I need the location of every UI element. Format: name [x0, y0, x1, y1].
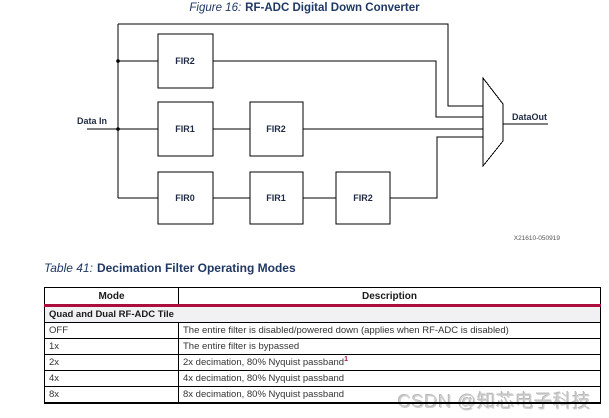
data-out-label: DataOut: [512, 112, 547, 122]
fir2-box-mid: [249, 101, 304, 157]
fir-box-label: FIR1: [266, 193, 286, 203]
table-row: OFF The entire filter is disabled/powere…: [44, 322, 601, 339]
fir-box-label: FIR0: [175, 193, 195, 203]
fir-box-label: FIR2: [175, 56, 195, 66]
fir-box-label: FIR1: [175, 124, 195, 134]
fir2-box-bottom: [335, 171, 391, 225]
figure-id-label: X21610-050919: [514, 235, 561, 242]
table-caption-title: Decimation Filter Operating Modes: [96, 261, 296, 275]
bypass-wire: [118, 23, 483, 107]
footnote-ref: 1: [344, 355, 348, 363]
section-header-cell: Quad and Dual RF-ADC Tile: [44, 305, 601, 323]
table-row: 8x 8x decimation, 80% Nyquist passband: [44, 386, 601, 404]
fir-box-label: FIR2: [353, 193, 373, 203]
description-text: The entire filter is bypassed: [183, 341, 300, 352]
fir2-top-out-wire: [213, 60, 483, 118]
junction-dot: [116, 127, 120, 131]
description-cell: The entire filter is bypassed: [178, 338, 601, 355]
table-caption: Table 41:Decimation Filter Operating Mod…: [44, 261, 296, 275]
description-cell: 2x decimation, 80% Nyquist passband1: [178, 354, 601, 371]
junction-dot: [116, 59, 120, 63]
fir2-box-top: [157, 33, 214, 89]
bottom-out-wire: [390, 136, 483, 199]
table-section-row: Quad and Dual RF-ADC Tile: [44, 305, 601, 323]
description-cell: 4x decimation, 80% Nyquist passband: [178, 370, 601, 387]
mode-cell: 2x: [44, 354, 179, 371]
description-cell: 8x decimation, 80% Nyquist passband: [178, 386, 601, 404]
description-text: The entire filter is disabled/powered do…: [183, 325, 509, 336]
figure-caption-title: RF-ADC Digital Down Converter: [245, 2, 420, 14]
description-text: 8x decimation, 80% Nyquist passband: [183, 389, 345, 400]
mux-shape: [482, 76, 504, 168]
description-cell: The entire filter is disabled/powered do…: [178, 322, 601, 339]
figure-caption-number: Figure 16:: [189, 2, 242, 14]
mode-cell: 8x: [44, 386, 179, 404]
description-text: 4x decimation, 80% Nyquist passband: [183, 373, 345, 384]
mode-cell: 4x: [44, 370, 179, 387]
column-header-description: Description: [178, 287, 601, 307]
fir-box-label: FIR2: [266, 124, 286, 134]
mode-cell: OFF: [44, 322, 179, 339]
column-header-mode: Mode: [44, 287, 179, 307]
ddc-block-diagram: FIR2 FIR1 FIR2 FIR0 FIR1 FIR2 Data In Da…: [77, 23, 561, 242]
fir0-box-bottom: [157, 171, 214, 225]
fir1-box-bottom: [249, 171, 304, 225]
data-in-label: Data In: [77, 116, 107, 126]
mode-cell: 1x: [44, 338, 179, 355]
description-text: 2x decimation, 80% Nyquist passband: [183, 357, 345, 368]
table-row: 1x The entire filter is bypassed: [44, 338, 601, 355]
table-row: 2x 2x decimation, 80% Nyquist passband1: [44, 354, 601, 371]
table-row: 4x 4x decimation, 80% Nyquist passband: [44, 370, 601, 387]
table-header-row: Mode Description: [44, 287, 601, 307]
figure-caption: Figure 16:RF-ADC Digital Down Converter: [0, 2, 609, 14]
table-caption-number: Table 41:: [44, 261, 93, 275]
fir1-box-mid: [157, 101, 214, 157]
decimation-modes-table: Mode Description Quad and Dual RF-ADC Ti…: [44, 287, 601, 404]
